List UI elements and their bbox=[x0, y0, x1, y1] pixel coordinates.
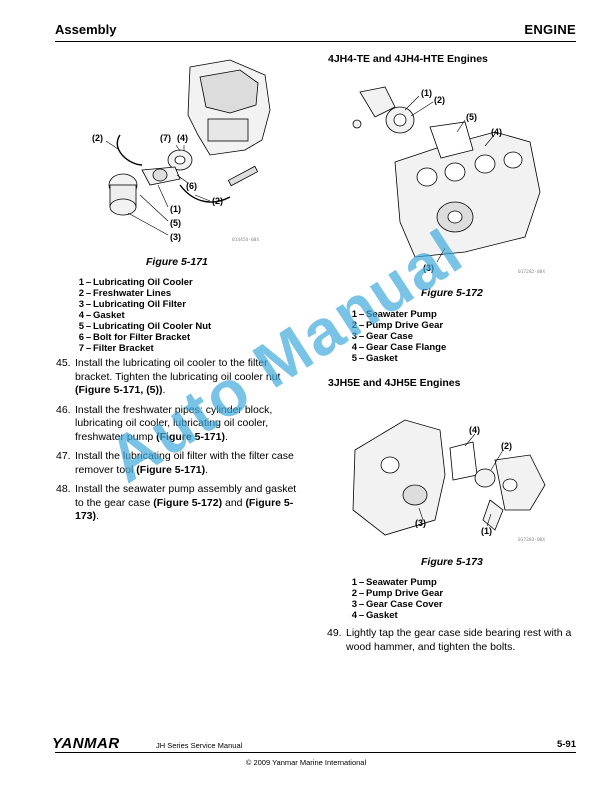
callout-6: (6) bbox=[186, 181, 197, 191]
callout-4: (4) bbox=[469, 425, 480, 435]
callout-1: (1) bbox=[481, 526, 492, 536]
callout-3: (3) bbox=[415, 518, 426, 528]
legend-item: 5–Gasket bbox=[351, 353, 398, 364]
step-48: 48.Install the seawater pump assembly an… bbox=[56, 483, 297, 522]
callout-2b: (2) bbox=[212, 196, 223, 206]
figure-caption: Figure 5-173 bbox=[421, 556, 483, 568]
legend-item: 3–Lubricating Oil Filter bbox=[78, 299, 186, 310]
legend-item: 1–Seawater Pump bbox=[351, 309, 437, 320]
callout-2: (2) bbox=[434, 95, 445, 105]
figure-5-172-illustration: (1) (2) (5) (4) (3) bbox=[352, 86, 541, 273]
figure-5-173-illustration: (4) (2) (3) (1) bbox=[352, 419, 546, 536]
legend-item: 2–Pump Drive Gear bbox=[351, 320, 444, 331]
legend-item: 1–Lubricating Oil Cooler bbox=[78, 277, 193, 288]
figure-caption: Figure 5-171 bbox=[146, 256, 208, 268]
legend-item: 5–Lubricating Oil Cooler Nut bbox=[78, 321, 212, 332]
callout-4: (4) bbox=[491, 127, 502, 137]
step-45: 45.Install the lubricating oil cooler to… bbox=[56, 357, 281, 396]
callout-1: (1) bbox=[170, 204, 181, 214]
callout-7: (7) bbox=[160, 133, 171, 143]
legend-item: 3–Gear Case Cover bbox=[351, 599, 443, 610]
legend-item: 4–Gear Case Flange bbox=[351, 342, 447, 353]
copyright: © 2009 Yanmar Marine International bbox=[245, 758, 367, 767]
callout-2: (2) bbox=[501, 441, 512, 451]
legend-item: 4–Gasket bbox=[351, 610, 398, 621]
drawing-code: 014454-00X bbox=[232, 238, 260, 243]
footer-rule bbox=[55, 752, 576, 753]
procedure-steps: 45.Install the lubricating oil cooler to… bbox=[56, 357, 300, 530]
step-47: 47.Install the lubricating oil filter wi… bbox=[56, 450, 294, 476]
callout-3: (3) bbox=[170, 232, 181, 242]
section-title: Assembly bbox=[55, 22, 117, 37]
figure-5-171-illustration: (2) (7) (4) (6) (2) (1) (5) (3) bbox=[92, 59, 271, 242]
step-49: 49.Lightly tap the gear case side bearin… bbox=[327, 627, 572, 653]
callout-5: (5) bbox=[466, 112, 477, 122]
step-46: 46.Install the freshwater pipes: cylinde… bbox=[56, 403, 273, 443]
chapter-title: ENGINE bbox=[524, 22, 576, 37]
callout-5: (5) bbox=[170, 218, 181, 228]
procedure-steps-right: 49.Lightly tap the gear case side bearin… bbox=[327, 627, 579, 660]
yanmar-logo: YANMAR bbox=[52, 735, 120, 752]
callout-3: (3) bbox=[423, 263, 434, 273]
manual-title: JH Series Service Manual bbox=[156, 741, 243, 750]
drawing-code: 017282-00X bbox=[518, 270, 546, 275]
legend-item: 1–Seawater Pump bbox=[351, 577, 437, 588]
figure-5-173-heading: 3JH5E and 4JH5E Engines bbox=[328, 377, 461, 389]
drawing-code: 017283-00X bbox=[518, 538, 546, 543]
legend-item: 6–Bolt for Filter Bracket bbox=[78, 332, 191, 343]
figure-5-172-heading: 4JH4-TE and 4JH4-HTE Engines bbox=[328, 53, 488, 65]
callout-4: (4) bbox=[177, 133, 188, 143]
legend-item: 7–Filter Bracket bbox=[78, 343, 154, 354]
callout-1: (1) bbox=[421, 88, 432, 98]
legend-item: 3–Gear Case bbox=[351, 331, 414, 342]
figure-5-172-legend: 1–Seawater Pump 2–Pump Drive Gear 3–Gear… bbox=[345, 309, 447, 364]
page-number: 5-91 bbox=[556, 739, 576, 750]
legend-item: 4–Gasket bbox=[78, 310, 125, 321]
figure-5-171-legend: 1–Lubricating Oil Cooler 2–Freshwater Li… bbox=[72, 277, 212, 354]
figure-5-173-legend: 1–Seawater Pump 2–Pump Drive Gear 3–Gear… bbox=[345, 577, 443, 621]
callout-2: (2) bbox=[92, 133, 103, 143]
figure-caption: Figure 5-172 bbox=[421, 287, 483, 299]
legend-item: 2–Freshwater Lines bbox=[78, 288, 172, 299]
header-rule bbox=[55, 41, 576, 42]
legend-item: 2–Pump Drive Gear bbox=[351, 588, 444, 599]
